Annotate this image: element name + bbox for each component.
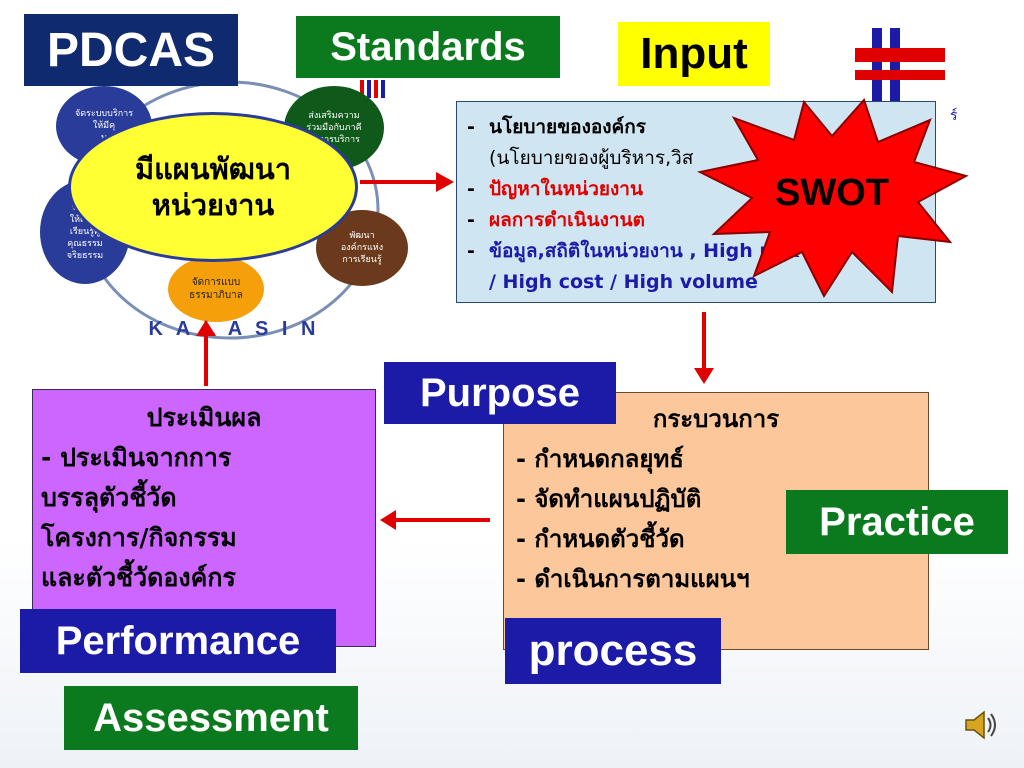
process-line1: - กำหนดกลยุทธ์ xyxy=(516,445,684,473)
input-line-problems: -ปัญหาในหน่วยงาน xyxy=(467,178,643,200)
input-line-admin-policy: (นโยบายของผู้บริหาร,วิส xyxy=(489,147,694,169)
kalasin-label: K A L A S I N xyxy=(148,318,320,340)
corner-logo-graphic: ร์ xyxy=(855,28,958,123)
evaluation-line3: โครงการ/กิจกรรม xyxy=(41,523,237,552)
purpose-tag: Purpose xyxy=(384,362,616,424)
performance-tag: Performance xyxy=(20,609,336,673)
process-title: กระบวนการ xyxy=(652,405,780,433)
arrow-evaluation-to-plan xyxy=(196,320,216,386)
evaluation-box: ประเมินผล - ประเมินจากการ บรรลุตัวชี้วัด… xyxy=(32,389,376,647)
svg-text:ร์: ร์ xyxy=(950,107,958,123)
input-line-policy: -นโยบายขององค์กร xyxy=(467,116,646,138)
standards-logo-graphic xyxy=(360,80,385,98)
evaluation-title: ประเมินผล xyxy=(146,403,262,432)
speaker-icon[interactable] xyxy=(962,706,1000,744)
evaluation-line4: และตัวชี้วัดองค์กร xyxy=(41,563,236,592)
practice-tag: Practice xyxy=(786,490,1008,554)
arrow-input-to-process xyxy=(694,312,714,384)
pdcas-tag: PDCAS xyxy=(24,14,238,86)
process-line4: - ดำเนินการตามแผนฯ xyxy=(516,565,750,593)
process-line2: - จัดทำแผนปฏิบัติ xyxy=(516,485,702,513)
evaluation-line2: บรรลุตัวชี้วัด xyxy=(41,483,177,512)
input-line-data: -ข้อมูล,สถิติในหน่วยงาน , High risk xyxy=(467,240,800,262)
input-line-results: -ผลการดำเนินงานต xyxy=(467,209,645,231)
arrow-plan-to-input xyxy=(360,172,454,192)
process-line3: - กำหนดตัวชี้วัด xyxy=(516,525,685,553)
swot-starburst: SWOT xyxy=(694,96,970,298)
input-line-high: / High cost / High volume xyxy=(489,271,758,293)
petal-good-governance: จัดการแบบ ธรรมาภิบาล xyxy=(168,256,264,322)
input-tag: Input xyxy=(618,22,770,86)
organization-logo: จัดระบบบริการ ให้มีคุ บ ส่งเสริมความ ร่ว… xyxy=(40,60,420,360)
center-plan-line2: หน่วยงาน xyxy=(151,188,275,222)
arrow-process-to-evaluation xyxy=(380,510,490,530)
swot-label: SWOT xyxy=(775,172,889,214)
assessment-tag: Assessment xyxy=(64,686,358,750)
center-plan-ellipse: มีแผนพัฒนา หน่วยงาน xyxy=(68,112,358,262)
standards-tag: Standards xyxy=(296,16,560,78)
petal-learning-organization: พัฒนา องค์กรแห่ง การเรียนรู้ xyxy=(316,210,408,286)
center-plan-line1: มีแผนพัฒนา xyxy=(134,151,292,186)
evaluation-line1: - ประเมินจากการ xyxy=(41,443,232,472)
process-tag: process xyxy=(505,618,721,684)
starburst-shape xyxy=(696,98,969,298)
